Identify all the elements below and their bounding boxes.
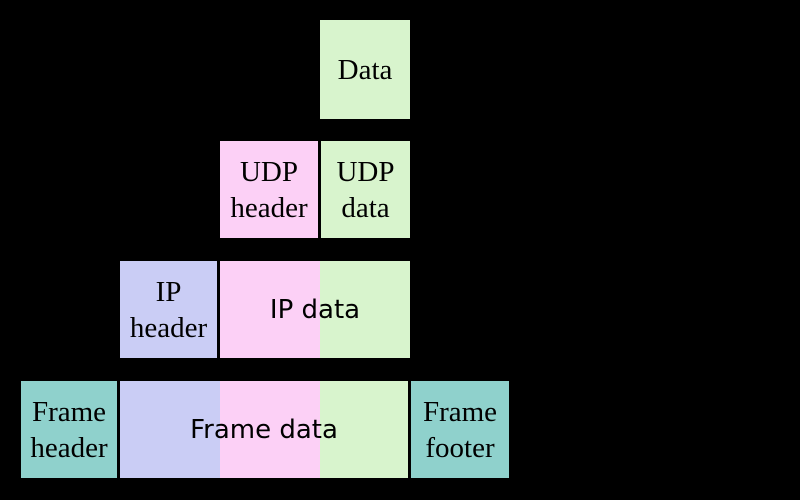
- udp-data-label-line1: UDP: [336, 155, 395, 188]
- ip-header-label-line1: IP: [155, 275, 182, 308]
- frame-header-label-line2: header: [30, 431, 108, 464]
- frame-data-label: Frame data: [190, 414, 338, 445]
- udp-header-box: UDP header: [220, 141, 318, 238]
- ip-data-segment-udp-data: [320, 261, 410, 358]
- frame-data-box: Frame data: [120, 381, 408, 478]
- frame-data-color-segments: [120, 381, 408, 478]
- frame-header-label-line1: Frame: [31, 395, 107, 428]
- frame-footer-box: Frame footer: [411, 381, 509, 478]
- ip-data-segment-udp-header: [220, 261, 320, 358]
- frame-data-segment-udp-header: [220, 381, 320, 478]
- frame-data-segment-ip-header: [120, 381, 220, 478]
- data-box-label: Data: [337, 53, 393, 86]
- frame-data-segment-udp-data: [320, 381, 408, 478]
- frame-footer-label-line2: footer: [425, 431, 495, 464]
- udp-header-label-line2: header: [230, 191, 308, 224]
- data-box: Data: [320, 20, 410, 119]
- ip-header-box: IP header: [120, 261, 217, 358]
- udp-data-label-line2: data: [341, 191, 390, 224]
- ip-header-label-line2: header: [129, 311, 208, 344]
- ip-data-label: IP data: [269, 294, 361, 325]
- ip-data-box: IP data: [220, 261, 410, 358]
- frame-footer-label-line1: Frame: [422, 395, 498, 428]
- ip-data-color-segments: [220, 261, 410, 358]
- frame-header-box: Frame header: [21, 381, 117, 478]
- udp-data-box: UDP data: [321, 141, 410, 238]
- udp-header-label-line1: UDP: [239, 155, 298, 188]
